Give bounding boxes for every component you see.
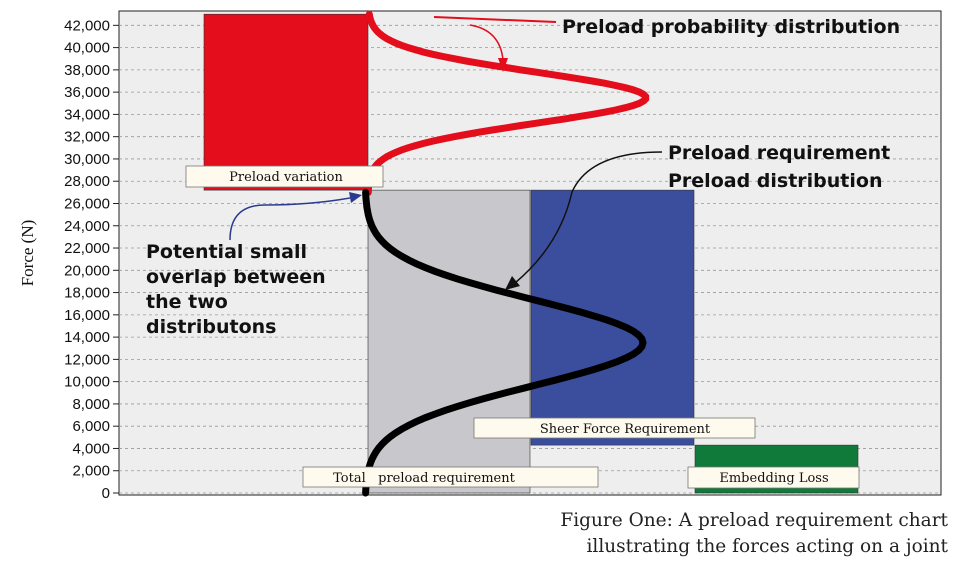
bar-total-preload-requirement [367,189,531,494]
y-tick-label: 0 [102,485,110,502]
y-tick-label: 2,000 [72,463,110,480]
y-tick-label: 42,000 [64,17,110,34]
y-tick-label: 14,000 [64,329,110,346]
y-tick-label: 12,000 [64,351,110,368]
y-tick-label: 20,000 [64,262,110,279]
caption-line-2: illustrating the forces acting on a join… [586,536,948,557]
label-preload-variation: Preload variation [185,165,384,188]
arrowhead-red [498,58,508,72]
svg-text:Total preload requirement: Total preload requirement [333,471,515,486]
caption-line-1: Figure One: A preload requirement chart [560,510,948,531]
y-tick-label: 6,000 [72,418,110,435]
svg-text:Preload variation: Preload variation [229,170,343,185]
label-embedding-loss: Embedding Loss [687,466,860,489]
y-tick-label: 28,000 [64,173,110,190]
y-tick-label: 32,000 [64,129,110,146]
annotation-preload-probability: Preload probability distribution [562,16,900,38]
label-total-preload-requirement: Total preload requirement [302,466,599,488]
svg-text:Embedding Loss: Embedding Loss [719,471,828,486]
y-axis-label: Force (N) [18,220,37,287]
y-tick-label: 30,000 [64,151,110,168]
preload-probability-distribution-curve [364,10,650,196]
arrow-overlap [229,197,351,241]
label-sheer-force-requirement: Sheer Force Requirement [473,417,756,439]
y-tick-label: 24,000 [64,218,110,235]
annotation-preload-requirement-line1: Preload requirement [668,142,890,164]
annotation-overlap-line1: Potential small [146,241,307,263]
y-tick-label: 10,000 [64,374,110,391]
arrow-preload-probability-curve [469,24,504,61]
svg-text:Sheer Force Requirement: Sheer Force Requirement [540,422,711,437]
y-tick-label: 22,000 [64,240,110,257]
bar-preload-variation [203,13,369,191]
y-tick-label: 18,000 [64,285,110,302]
annotation-overlap-line3: the two [146,291,228,313]
y-tick-label: 36,000 [64,84,110,101]
annotation-preload-requirement-line2: Preload distribution [668,170,882,192]
annotation-overlap-line4: distributons [146,316,277,338]
bar-sheer-force-requirement [530,189,695,446]
arrowhead-blue [349,192,362,203]
arrow-preload-requirement [514,151,663,284]
arrowhead-black [505,276,520,290]
annotation-overlap-line2: overlap between [146,266,326,288]
y-tick-label: 8,000 [72,396,110,413]
y-tick-label: 38,000 [64,62,110,79]
y-tick-label: 26,000 [64,195,110,212]
figure-caption: Figure One: A preload requirement chart … [560,508,948,560]
y-axis-ticks: 0 2,000 4,000 6,000 8,000 10,000 12,000 14,000 1… [64,17,119,502]
preload-requirement-distribution-curve [362,188,647,497]
arrow-preload-probability [433,16,557,23]
y-tick-label: 34,000 [64,106,110,123]
y-tick-label: 40,000 [64,40,110,57]
y-tick-label: 16,000 [64,307,110,324]
y-tick-label: 4,000 [72,440,110,457]
